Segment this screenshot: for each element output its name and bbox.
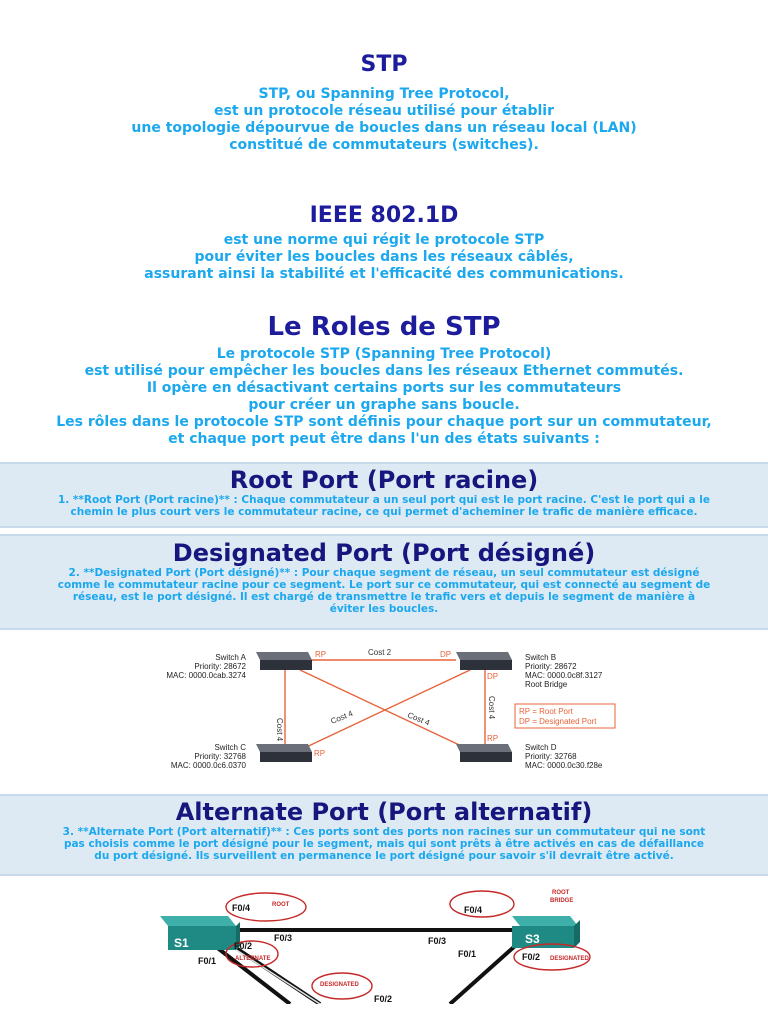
ieee-title: IEEE 802.1D (309, 203, 459, 228)
switch-b-role: Root Bridge (525, 680, 568, 689)
rp-label-c: RP (314, 749, 325, 758)
stp-line: est un protocole réseau utilisé pour éta… (214, 103, 554, 119)
stp-line: constitué de commutateurs (switches). (229, 137, 539, 153)
designated-port-line: 2. **Designated Port (Port désigné)** : … (68, 567, 700, 579)
f0-2-left: F0/2 (234, 941, 252, 951)
f0-2-bottom: F0/2 (374, 994, 392, 1004)
switch-b-mac: MAC: 0000.0c8f.3127 (525, 671, 603, 680)
s1-label: S1 (174, 936, 189, 950)
root-left-ellipse (225, 892, 307, 922)
ieee-line: pour éviter les boucles dans les réseaux… (194, 249, 574, 265)
cost-right: Cost 4 (487, 696, 496, 720)
switch-c-mac: MAC: 0000.0c6.0370 (171, 761, 247, 770)
legend-dp: DP = Designated Port (519, 717, 597, 726)
designated-port-title: Designated Port (Port désigné) (172, 539, 596, 567)
roles-line: Le protocole STP (Spanning Tree Protocol… (216, 346, 552, 362)
designated-port-line: réseau, est le port désigné. Il est char… (72, 591, 696, 603)
switch-d-icon (456, 744, 512, 762)
roles-line: Il opère en désactivant certains ports s… (146, 380, 622, 396)
dp-label-b2: DP (487, 672, 498, 681)
alternate-port-description: 3. **Alternate Port (Port alternatif)** … (0, 826, 768, 862)
ieee-line: assurant ainsi la stabilité et l'efficac… (144, 266, 624, 282)
designated-bottom-ellipse (311, 972, 373, 1000)
alternate-text: ALTERNATE (235, 956, 270, 962)
roles-description: Le protocole STP (Spanning Tree Protocol… (0, 346, 768, 448)
cost-top: Cost 2 (368, 648, 392, 657)
roles-line: et chaque port peut être dans l'un des é… (168, 431, 600, 447)
ieee-line: est une norme qui régit le protocole STP (223, 232, 545, 248)
root-right-text: ROOT (552, 890, 570, 896)
designated-port-description: 2. **Designated Port (Port désigné)** : … (0, 567, 768, 615)
dp-label-b: DP (440, 650, 451, 659)
cost-diag1: Cost 4 (329, 709, 354, 726)
s3-switch-icon (512, 916, 580, 948)
switch-d-priority: Priority: 32768 (525, 752, 577, 761)
designated-port-line: éviter les boucles. (329, 603, 439, 615)
switch-c-priority: Priority: 32768 (194, 752, 246, 761)
designated-bottom-text: DESIGNATED (320, 982, 360, 988)
f0-3-left: F0/3 (274, 933, 292, 943)
switch-b-name: Switch B (525, 653, 556, 662)
f0-4-left: F0/4 (232, 903, 250, 913)
alternate-port-diagram: S1 S3 F0/4 F0/3 F0/2 F0/1 F0/3 F0/4 F0/1… (160, 890, 591, 1004)
root-port-line: 1. **Root Port (Port racine)** : Chaque … (57, 494, 711, 506)
switch-c-icon (256, 744, 312, 762)
switch-a-name: Switch A (215, 653, 246, 662)
f0-2-right: F0/2 (522, 952, 540, 962)
alternate-port-line: pas choisis comme le port désigné pour l… (63, 838, 705, 850)
alternate-port-line: 3. **Alternate Port (Port alternatif)** … (62, 826, 706, 838)
alternate-port-title: Alternate Port (Port alternatif) (175, 798, 593, 826)
roles-line: pour créer un graphe sans boucle. (248, 397, 520, 413)
f0-1-left: F0/1 (198, 956, 216, 966)
cost-left: Cost 4 (275, 718, 284, 742)
alternate-ellipse (225, 940, 279, 968)
rp-label-d: RP (487, 734, 498, 743)
roles-line: Les rôles dans le protocole STP sont déf… (56, 414, 712, 430)
legend-box (514, 703, 616, 729)
f0-1-right: F0/1 (458, 949, 476, 959)
switch-c-name: Switch C (214, 743, 246, 752)
s1-switch-icon (160, 916, 240, 950)
ieee-description: est une norme qui régit le protocole STP… (0, 232, 768, 283)
designated-right-text: DESIGNATED (550, 956, 590, 962)
switch-b-icon (456, 652, 512, 670)
root-port-title: Root Port (Port racine) (229, 466, 539, 494)
stp-topology-diagram: RP DP DP RP RP Cost 2 Cost 4 Cost 4 Cost… (166, 648, 616, 770)
switch-d-mac: MAC: 0000.0c30.f28e (525, 761, 603, 770)
switch-b-priority: Priority: 28672 (525, 662, 577, 671)
rp-label-a: RP (315, 650, 326, 659)
designated-port-section: Designated Port (Port désigné) 2. **Desi… (0, 534, 768, 630)
link-b-c (299, 669, 471, 751)
roles-title: Le Roles de STP (267, 312, 501, 342)
f0-3-mid: F0/3 (428, 936, 446, 946)
roles-line: est utilisé pour empêcher les boucles da… (84, 363, 684, 379)
cost-diag2: Cost 4 (406, 711, 431, 728)
stp-title: STP (360, 52, 408, 77)
stp-description: STP, ou Spanning Tree Protocol, est un p… (0, 86, 768, 154)
s3-label: S3 (525, 932, 540, 946)
designated-port-line: comme le commutateur racine pour ce segm… (57, 579, 711, 591)
root-port-line: chemin le plus court vers le commutateur… (70, 506, 698, 518)
root-left-text: ROOT (272, 902, 290, 908)
link-s1-down2 (213, 944, 292, 1004)
link-s3-down (448, 944, 517, 1004)
stp-line: une topologie dépourvue de boucles dans … (131, 120, 637, 136)
root-port-description: 1. **Root Port (Port racine)** : Chaque … (0, 494, 768, 518)
root-port-section: Root Port (Port racine) 1. **Root Port (… (0, 462, 768, 528)
f0-4-right: F0/4 (464, 905, 482, 915)
alternate-port-section: Alternate Port (Port alternatif) 3. **Al… (0, 794, 768, 876)
bridge-right-text: BRIDGE (550, 898, 573, 904)
legend-rp: RP = Root Port (519, 707, 574, 716)
switch-d-name: Switch D (525, 743, 557, 752)
root-right-ellipse (449, 890, 515, 918)
switch-a-priority: Priority: 28672 (194, 662, 246, 671)
alternate-port-line: du port désigné. Ils surveillent en perm… (94, 850, 674, 862)
stp-line: STP, ou Spanning Tree Protocol, (258, 86, 510, 102)
designated-right-ellipse (513, 943, 591, 971)
switch-a-mac: MAC: 0000.0cab.3274 (166, 671, 246, 680)
switch-a-icon (256, 652, 312, 670)
